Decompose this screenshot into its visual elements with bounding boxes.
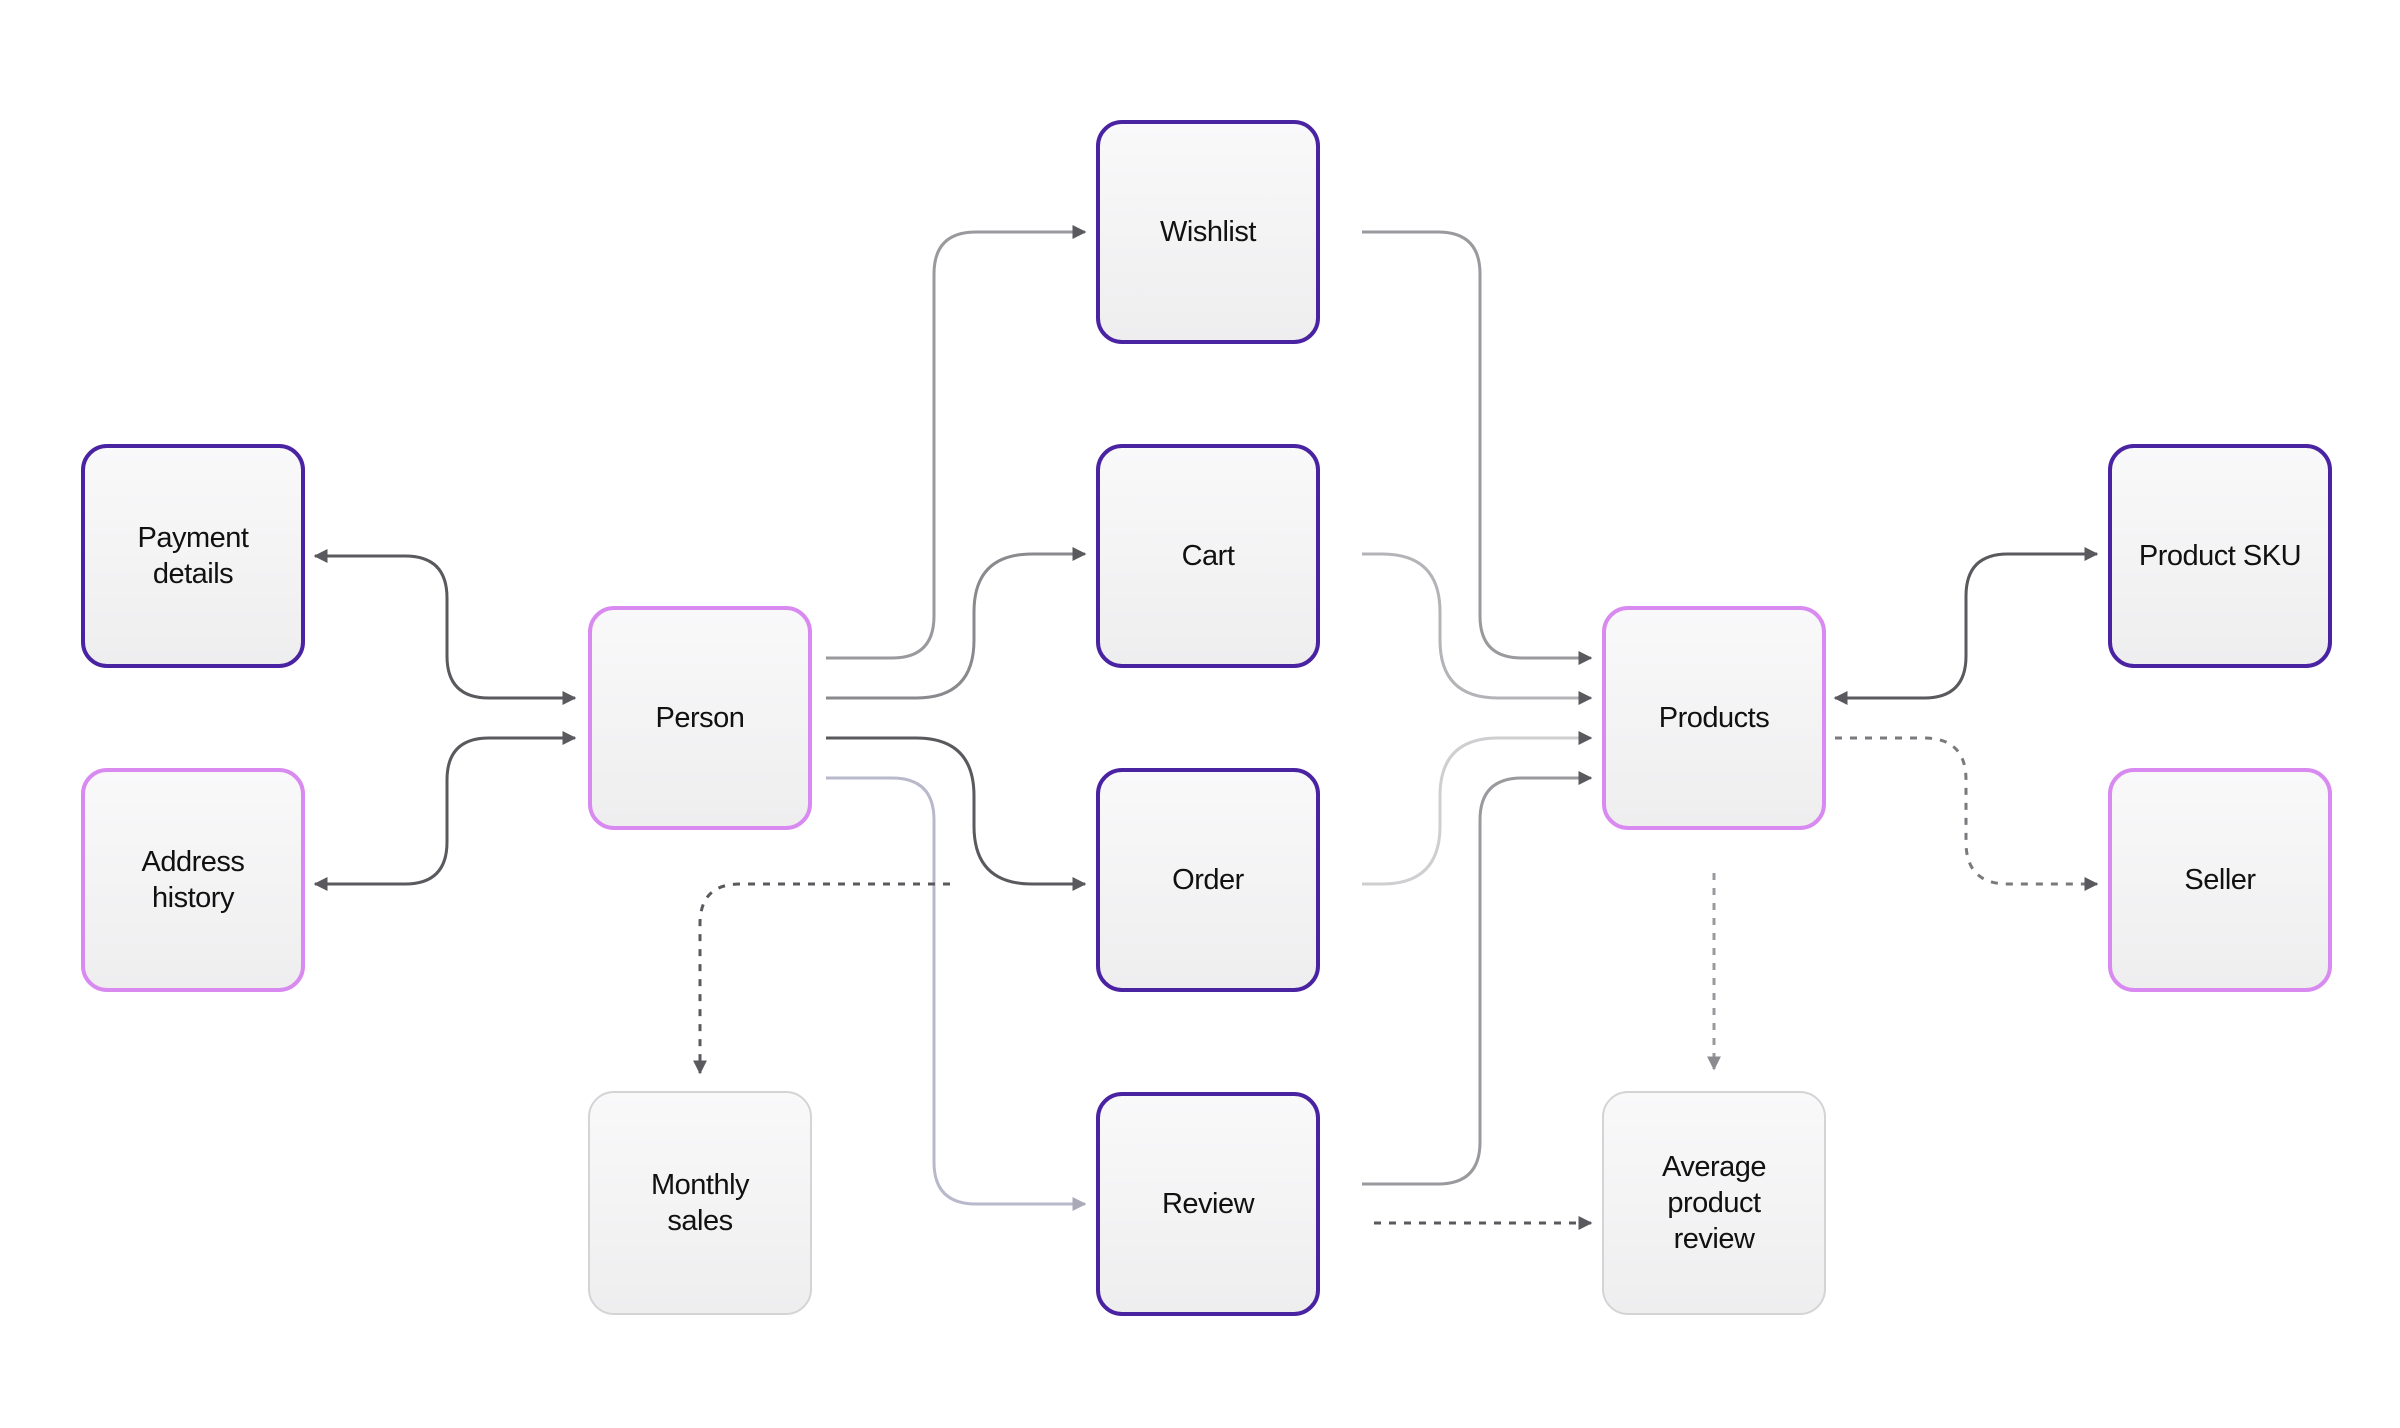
node-cart[interactable]: Cart — [1096, 444, 1320, 668]
node-person[interactable]: Person — [588, 606, 812, 830]
connector-address-person — [313, 731, 577, 891]
connector-payment-person — [313, 549, 577, 705]
connector-person-review — [826, 776, 1087, 1211]
node-product-sku[interactable]: Product SKU — [2108, 444, 2332, 668]
connector-person-cart — [826, 547, 1087, 700]
node-address-history[interactable]: Address history — [81, 768, 305, 992]
node-label: Seller — [2184, 864, 2256, 896]
node-label: Products — [1658, 702, 1770, 734]
connector-products-sku — [1833, 547, 2099, 705]
connector-order-products — [1362, 731, 1593, 886]
node-label: Wishlist — [1160, 216, 1256, 248]
connector-person-wishlist — [826, 225, 1087, 660]
node-label: Address history — [141, 846, 245, 914]
connector-products-seller — [1835, 736, 2099, 891]
connector-person-order — [826, 736, 1087, 891]
connector-cart-products — [1362, 552, 1593, 705]
node-monthly-sales[interactable]: Monthly sales — [588, 1091, 812, 1315]
node-products[interactable]: Products — [1602, 606, 1826, 830]
node-average-product-review[interactable]: Average product review — [1602, 1091, 1826, 1315]
node-label: Average product review — [1662, 1151, 1767, 1255]
node-label: Monthly sales — [650, 1169, 750, 1237]
node-label: Order — [1172, 864, 1244, 896]
node-seller[interactable]: Seller — [2108, 768, 2332, 992]
node-label: Review — [1161, 1188, 1255, 1220]
node-order[interactable]: Order — [1096, 768, 1320, 992]
connector-wishlist-products — [1362, 230, 1593, 665]
node-label: Payment details — [137, 522, 249, 590]
node-label: Cart — [1181, 540, 1235, 572]
node-wishlist[interactable]: Wishlist — [1096, 120, 1320, 344]
connector-review-products — [1362, 771, 1593, 1186]
connector-monthly-sales — [693, 882, 950, 1075]
node-label: Person — [655, 702, 745, 734]
node-payment-details[interactable]: Payment details — [81, 444, 305, 668]
node-review[interactable]: Review — [1096, 1092, 1320, 1316]
node-label: Product SKU — [2138, 540, 2302, 572]
